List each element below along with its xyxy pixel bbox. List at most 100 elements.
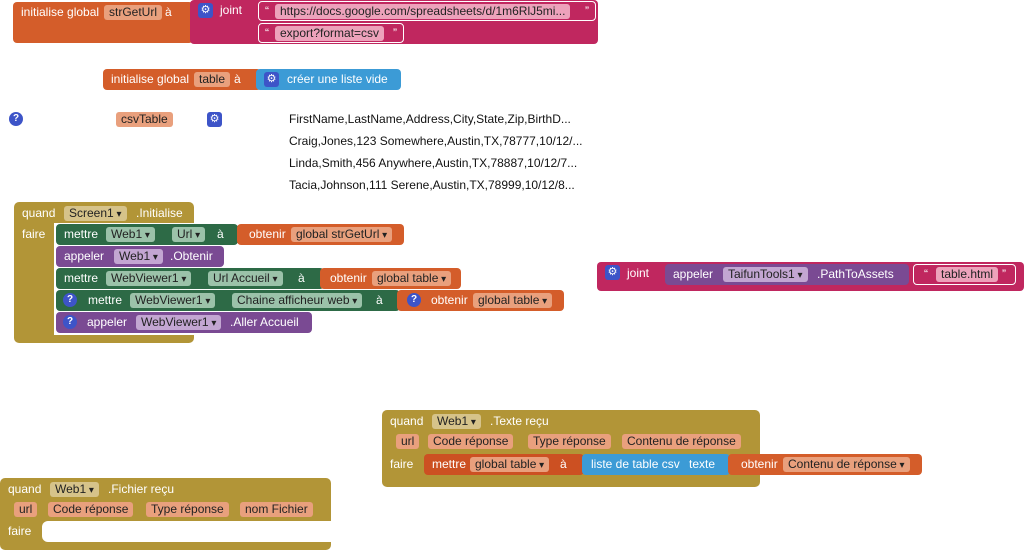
- get-label: obtenir: [741, 457, 778, 471]
- event-web1-text-received[interactable]: quand Web1 .Texte reçu url Code réponse …: [382, 410, 760, 487]
- var-dropdown-response-content[interactable]: Contenu de réponse: [783, 457, 910, 472]
- question-icon[interactable]: ?: [9, 112, 23, 126]
- call-label: appeler: [87, 315, 128, 329]
- set-to-label: à: [376, 293, 383, 307]
- text-quote-open: “: [265, 26, 269, 40]
- question-icon[interactable]: ?: [63, 315, 77, 329]
- event-name-label: .Initialise: [136, 206, 183, 220]
- init-global-keyword: initialise global: [21, 5, 100, 19]
- component-dropdown-web1[interactable]: Web1: [50, 482, 99, 497]
- component-dropdown-webviewer1[interactable]: WebViewer1: [106, 271, 192, 286]
- param-file-name[interactable]: nom Fichier: [240, 502, 313, 517]
- get-global-strgeturl-block[interactable]: obtenir global strGetUrl: [237, 224, 404, 245]
- csv-text-label: texte: [689, 457, 716, 471]
- component-dropdown-taifuntools1[interactable]: TaifunTools1: [723, 267, 808, 282]
- text-quote-close: ”: [1002, 267, 1006, 281]
- component-dropdown-web1[interactable]: Web1: [114, 249, 163, 264]
- get-label: obtenir: [431, 293, 468, 307]
- call-taifuntools-pathtoassets[interactable]: appeler TaifunTools1 .PathToAssets: [665, 264, 909, 285]
- call-webviewer1-gohome-block[interactable]: ? appeler WebViewer1 .Aller Accueil: [56, 312, 312, 333]
- text-quote-close: ”: [585, 4, 589, 18]
- component-dropdown-screen1[interactable]: Screen1: [64, 206, 127, 221]
- text-block-url-2[interactable]: “ export?format=csv ”: [258, 23, 404, 43]
- init-to-label: à: [234, 72, 241, 86]
- text-block-table-html[interactable]: “ table.html ”: [913, 264, 1016, 285]
- param-url[interactable]: url: [14, 502, 38, 517]
- init-global-table-block[interactable]: initialise global table à: [103, 69, 261, 90]
- csv-table-label: liste de table csv: [591, 457, 680, 471]
- var-dropdown-global-strgeturl[interactable]: global strGetUrl: [291, 227, 393, 242]
- question-icon[interactable]: ?: [63, 293, 77, 307]
- text-quote-open: “: [924, 267, 928, 281]
- event-when-label: quand: [390, 414, 424, 428]
- var-dropdown-global-table[interactable]: global table: [473, 293, 553, 308]
- component-dropdown-web1[interactable]: Web1: [106, 227, 155, 242]
- event-do-label: faire: [8, 524, 32, 538]
- text-value-url-2[interactable]: export?format=csv: [275, 26, 385, 41]
- csv-line: Craig,Jones,123 Somewhere,Austin,TX,7877…: [289, 134, 583, 148]
- param-response-code[interactable]: Code réponse: [48, 502, 134, 517]
- csv-table-list-block[interactable]: liste de table csv texte: [582, 454, 730, 475]
- set-to-label: à: [298, 271, 305, 285]
- text-quote-close: ”: [393, 26, 397, 40]
- property-dropdown-url[interactable]: Url: [172, 227, 206, 242]
- text-value-url-1[interactable]: https://docs.google.com/spreadsheets/d/1…: [275, 4, 571, 19]
- question-icon[interactable]: ?: [407, 293, 421, 307]
- init-global-strgeturl-block[interactable]: initialise global strGetUrl à: [13, 2, 193, 43]
- event-when-label: quand: [8, 482, 42, 496]
- call-web1-obtenir-block[interactable]: appeler Web1 .Obtenir: [56, 246, 224, 267]
- param-url[interactable]: url: [396, 434, 420, 449]
- get-global-table-block[interactable]: obtenir global table: [320, 268, 461, 289]
- event-do-label: faire: [22, 227, 46, 241]
- method-label: .Aller Accueil: [230, 315, 299, 329]
- create-empty-list-block[interactable]: ⚙ créer une liste vide: [256, 69, 401, 90]
- set-web1-url-block[interactable]: mettre Web1 Url à: [56, 224, 238, 245]
- set-label: mettre: [64, 227, 99, 241]
- join-label: joint: [220, 3, 243, 17]
- init-global-keyword: initialise global: [111, 72, 190, 86]
- create-empty-list-label: créer une liste vide: [287, 72, 388, 86]
- component-dropdown-webviewer1[interactable]: WebViewer1: [136, 315, 222, 330]
- gear-icon[interactable]: ⚙: [198, 3, 213, 18]
- param-response-type[interactable]: Type réponse: [146, 502, 229, 517]
- set-label: mettre: [64, 271, 99, 285]
- init-to-label: à: [165, 5, 172, 19]
- param-response-content[interactable]: Contenu de réponse: [622, 434, 741, 449]
- get-label: obtenir: [330, 271, 367, 285]
- var-name-strgeturl[interactable]: strGetUrl: [104, 5, 162, 20]
- component-dropdown-web1[interactable]: Web1: [432, 414, 481, 429]
- event-do-label: faire: [390, 457, 414, 471]
- property-dropdown-webviewer-string[interactable]: Chaine afficheur web: [232, 293, 363, 308]
- event-when-label: quand: [22, 206, 56, 220]
- call-label: appeler: [673, 267, 714, 281]
- var-name-csvtable[interactable]: csvTable: [116, 112, 173, 127]
- event-name-label: .Texte reçu: [490, 414, 549, 428]
- text-value-table-html[interactable]: table.html: [936, 267, 999, 282]
- csv-line: Linda,Smith,456 Anywhere,Austin,TX,78887…: [289, 156, 578, 170]
- join-label: joint: [627, 266, 650, 280]
- param-response-code[interactable]: Code réponse: [428, 434, 514, 449]
- get-response-content-block[interactable]: obtenir Contenu de réponse: [728, 454, 922, 475]
- gear-icon[interactable]: ⚙: [207, 112, 222, 127]
- set-global-table-block[interactable]: mettre global table à: [424, 454, 584, 475]
- text-block-url-1[interactable]: “ https://docs.google.com/spreadsheets/d…: [258, 1, 596, 21]
- csv-line: Tacia,Johnson,111 Serene,Austin,TX,78999…: [289, 178, 575, 192]
- set-webviewer1-string-block[interactable]: ? mettre WebViewer1 Chaine afficheur web…: [56, 290, 400, 311]
- gear-icon[interactable]: ⚙: [264, 72, 279, 87]
- text-quote-open: “: [265, 4, 269, 18]
- param-response-type[interactable]: Type réponse: [528, 434, 611, 449]
- var-dropdown-global-table[interactable]: global table: [372, 271, 452, 286]
- set-webviewer1-home-url-block[interactable]: mettre WebViewer1 Url Accueil à: [56, 268, 324, 289]
- event-body-slot: [42, 521, 331, 542]
- set-label: mettre: [88, 293, 123, 307]
- set-label: mettre: [432, 457, 467, 471]
- var-name-table[interactable]: table: [194, 72, 231, 87]
- set-to-label: à: [217, 227, 224, 241]
- component-dropdown-webviewer1[interactable]: WebViewer1: [130, 293, 216, 308]
- csv-line: FirstName,LastName,Address,City,State,Zi…: [289, 112, 571, 126]
- get-global-table-block[interactable]: ? obtenir global table: [397, 290, 564, 311]
- property-dropdown-home-url[interactable]: Url Accueil: [208, 271, 283, 286]
- get-label: obtenir: [249, 227, 286, 241]
- var-dropdown-global-table[interactable]: global table: [470, 457, 550, 472]
- gear-icon[interactable]: ⚙: [605, 265, 620, 280]
